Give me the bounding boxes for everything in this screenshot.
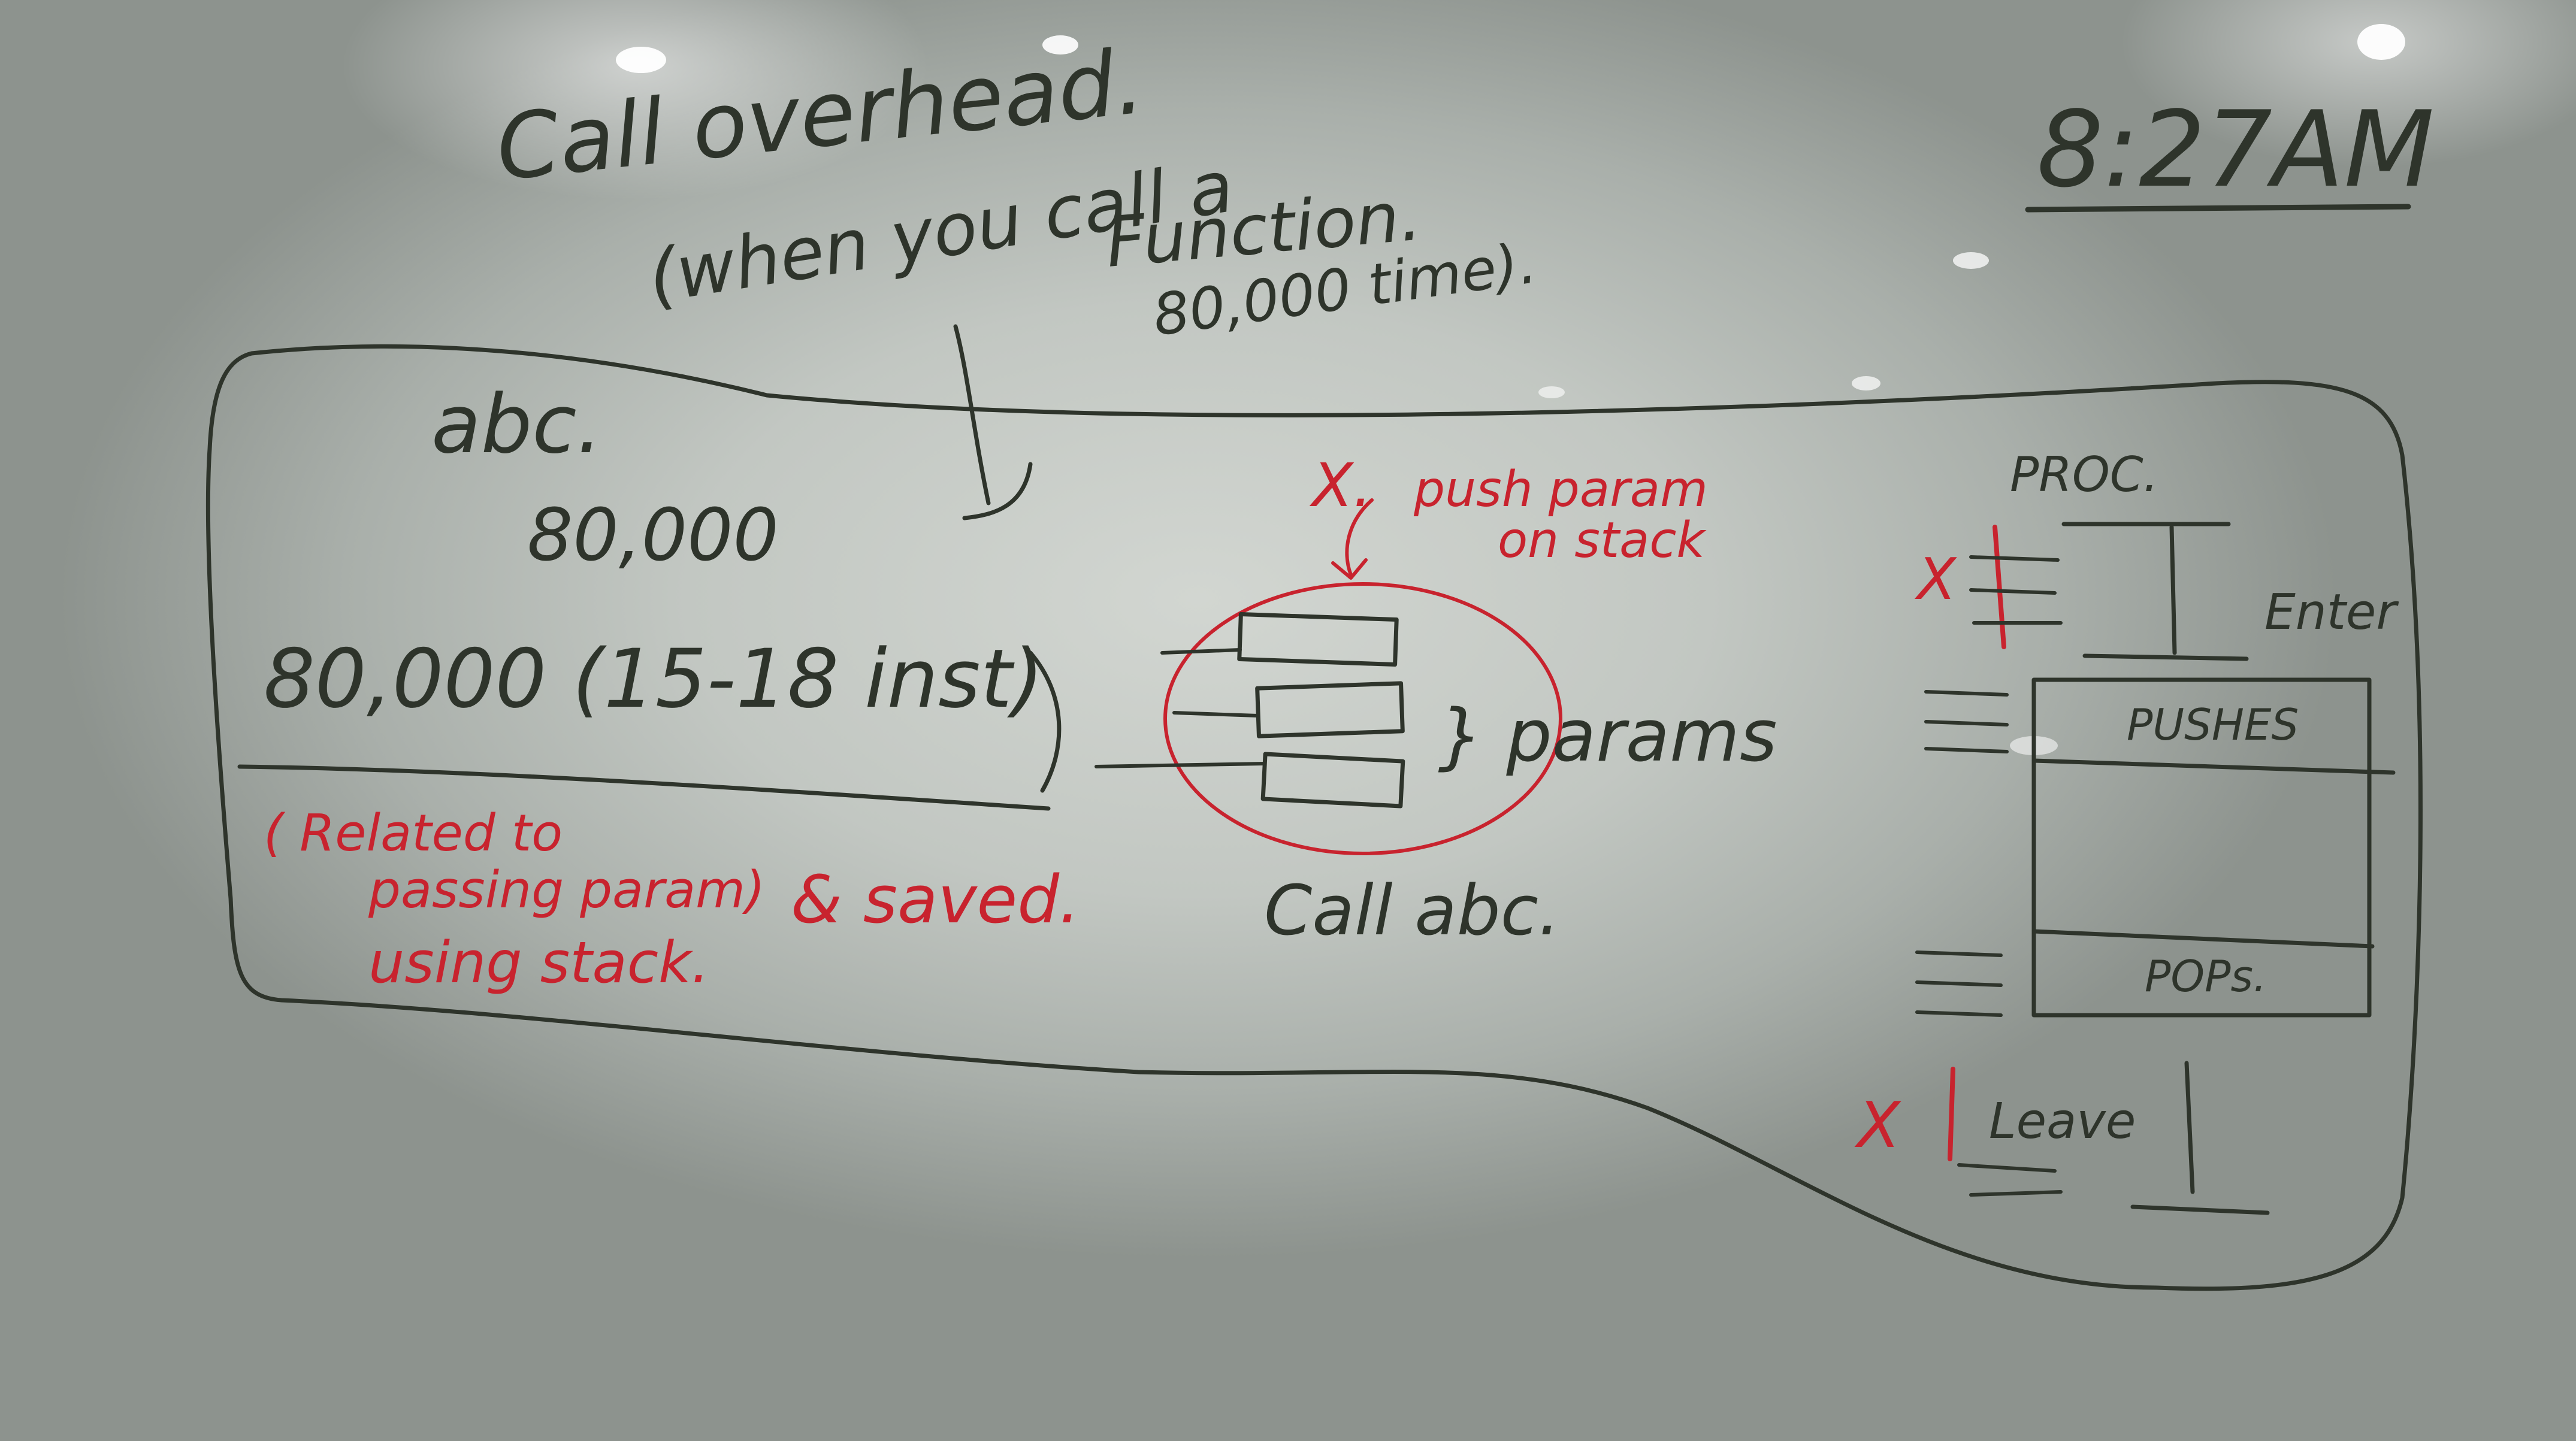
clock-time: 8:27AM (2037, 89, 2435, 211)
pops-dash (1915, 980, 2003, 987)
red-note-line-3: using stack. (368, 930, 709, 996)
pops-dash (1915, 950, 2003, 957)
pops-divider (2031, 929, 2375, 949)
pops-dash (1915, 1010, 2003, 1017)
leave-bracket (2130, 1061, 2270, 1215)
stack-entry-line (1095, 762, 1266, 768)
down-arrow-head (962, 462, 1033, 520)
stack-circle (1163, 582, 1562, 855)
enter-dash (1969, 588, 2057, 595)
light-reflection (1953, 252, 1989, 269)
push-arrow-head (1331, 558, 1368, 580)
enter-label: Enter (2264, 584, 2399, 641)
stack-entry-line (1172, 711, 1260, 718)
light-reflection (1042, 35, 1078, 55)
enter-bracket (2061, 522, 2249, 661)
leave-dash (1957, 1163, 2057, 1173)
red-note-line-2: passing param) (368, 861, 765, 920)
pushes-divider (2031, 758, 2396, 775)
push-arrow (1345, 498, 1374, 577)
clock-underline (2025, 204, 2411, 213)
leave-x-mark: X (1854, 1089, 1901, 1162)
enter-dash (1969, 555, 2060, 562)
pushes-label: PUSHES (2127, 700, 2299, 750)
stack-frame (1237, 611, 1399, 667)
enter-x-mark: X (1914, 547, 1957, 613)
red-note-line-1: ( Related to (264, 804, 563, 863)
right-section: PROC. Enter X PUSHES POPs. X Leave (1854, 447, 2399, 1215)
outline-blob (205, 344, 2423, 1291)
cost-paren-close (1028, 650, 1062, 793)
stack-frame (1260, 752, 1405, 809)
light-reflection (2357, 24, 2405, 60)
pushes-dash (1924, 690, 2009, 697)
leave-label: Leave (1989, 1093, 2136, 1150)
leave-red-bar (1948, 1067, 1955, 1161)
push-note-line-1: push param (1413, 461, 1708, 518)
pops-label: POPs. (2145, 951, 2267, 1001)
enter-red-bar (1993, 525, 2006, 649)
proc-body-box (2031, 677, 2372, 1018)
divider-line (237, 764, 1051, 811)
down-arrow (953, 324, 991, 505)
stack-frame (1255, 681, 1405, 738)
clock-note: 8:27AM (2025, 89, 2435, 213)
light-reflection (1538, 386, 1565, 398)
call-cost: 80,000 (15-18 inst) (264, 632, 1044, 726)
push-note-line-2: on stack (1498, 512, 1707, 569)
left-section: abc. 80,000 80,000 (15-18 inst) ( Relate… (237, 377, 1080, 996)
saved-note: & saved. (791, 861, 1080, 938)
middle-section: X. push param on stack } params Call abc… (1095, 450, 1777, 951)
pushes-dash (1924, 747, 2009, 753)
params-label: } params (1438, 695, 1777, 778)
function-name: abc. (431, 377, 603, 471)
call-abc: Call abc. (1264, 871, 1560, 951)
header-notes: Call overhead. (when you call a Function… (492, 29, 1541, 349)
call-count: 80,000 (527, 494, 779, 577)
leave-dash (1969, 1190, 2063, 1197)
light-reflection (616, 47, 666, 73)
light-reflection (1852, 376, 1880, 390)
pushes-dash (1924, 720, 2009, 726)
stack-entry-line (1160, 648, 1242, 655)
proc-label: PROC. (2010, 447, 2158, 502)
